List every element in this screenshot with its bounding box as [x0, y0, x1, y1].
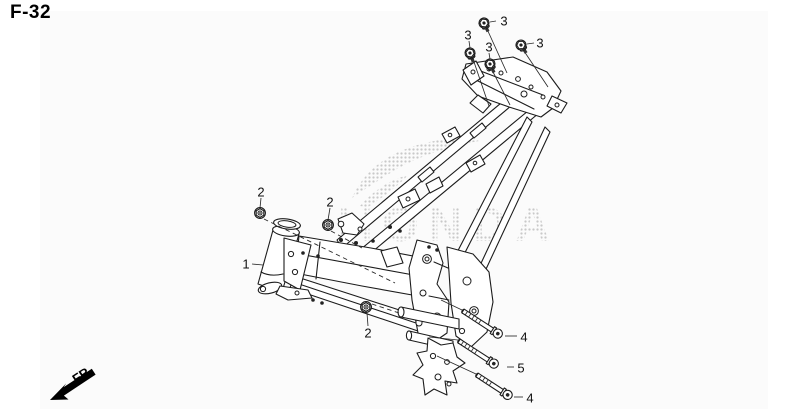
callout-label-2[interactable]: 2: [364, 325, 372, 341]
callout-label-4[interactable]: 4: [526, 390, 534, 406]
callout-label-3[interactable]: 3: [485, 39, 493, 55]
fasteners: [254, 16, 530, 402]
mid-frame-brackets: [301, 126, 486, 268]
flange-bolt-icon[interactable]: [483, 57, 498, 74]
pivot-plates: [408, 239, 494, 348]
callout-leader-lines: [251, 20, 549, 398]
flange-bolt-icon[interactable]: [514, 38, 530, 56]
flange-nut-icon[interactable]: [322, 219, 334, 231]
flange-bolt-icon[interactable]: [477, 16, 492, 33]
callout-label-1[interactable]: 1: [242, 256, 250, 272]
callout-label-5[interactable]: 5: [517, 360, 525, 376]
fr-arrow-icon: [50, 368, 96, 400]
flange-nut-icon[interactable]: [254, 207, 266, 219]
callout-label-2[interactable]: 2: [326, 194, 334, 210]
flange-nut-icon[interactable]: [360, 301, 372, 313]
front-engine-hanger: [275, 237, 324, 305]
callout-label-4[interactable]: 4: [520, 329, 528, 345]
callout-label-3[interactable]: 3: [536, 35, 544, 51]
fr-direction-arrow: FR.: [50, 363, 96, 400]
long-flange-bolt-icon[interactable]: [456, 337, 500, 370]
callout-label-2[interactable]: 2: [257, 184, 265, 200]
callout-label-3[interactable]: 3: [464, 27, 472, 43]
long-flange-bolt-icon[interactable]: [460, 307, 504, 340]
bottom-hanger-bracket: [412, 337, 466, 396]
figure-code: F-32: [10, 2, 52, 23]
honda-wing-logo-icon: [360, 175, 408, 207]
callout-label-3[interactable]: 3: [500, 13, 508, 29]
frame-illustration: [257, 56, 568, 396]
rear-subframe: [461, 56, 568, 118]
long-flange-bolt-icon[interactable]: [474, 371, 514, 402]
flange-bolt-icon[interactable]: [464, 47, 478, 64]
scan-area: [40, 11, 768, 409]
honda-wing-logo-icon: [352, 137, 479, 198]
